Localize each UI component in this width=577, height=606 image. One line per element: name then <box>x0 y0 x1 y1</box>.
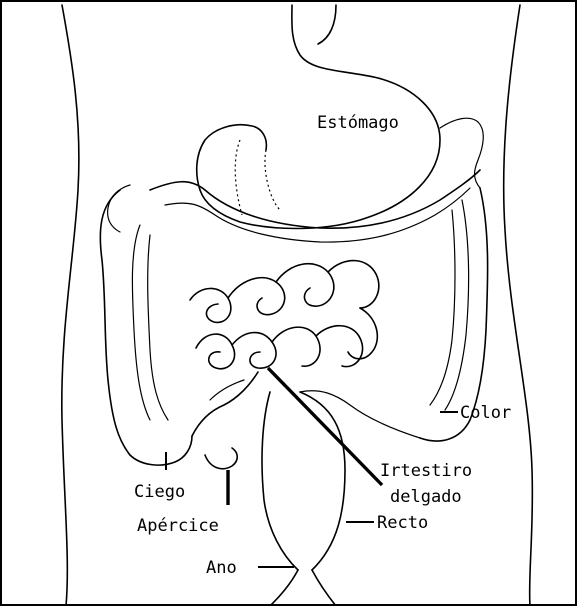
transverse-colon <box>108 118 484 242</box>
small-intestine <box>190 261 379 436</box>
label-rectum: Recto <box>377 513 428 533</box>
appendix-shape <box>205 448 237 469</box>
label-small-intestine-2: delgado <box>390 487 462 507</box>
label-colon: Color <box>460 403 511 423</box>
label-appendix: Apércice <box>137 516 219 536</box>
small-intestine-leader <box>268 368 382 485</box>
label-anus: Ano <box>206 558 237 578</box>
label-cecum: Ciego <box>134 482 185 502</box>
rectum-shape <box>262 392 345 606</box>
ascending-colon <box>100 190 192 465</box>
label-small-intestine-1: Irtestiro <box>380 461 472 481</box>
label-stomach: Estómago <box>317 113 399 133</box>
